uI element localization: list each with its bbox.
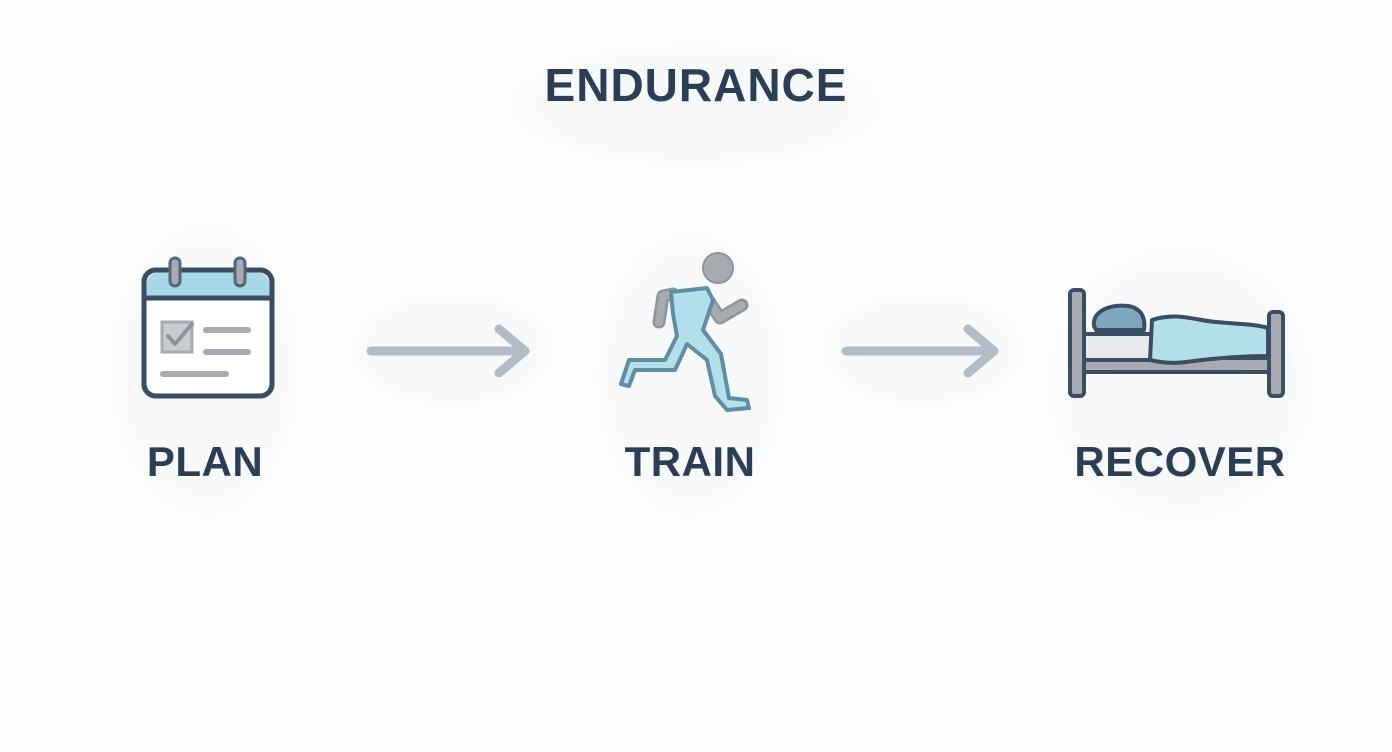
arrow-right-icon: [365, 322, 535, 378]
step-label-recover: RECOVER: [1074, 438, 1286, 485]
bed-icon: [1066, 286, 1291, 401]
step-label-train: TRAIN: [624, 438, 756, 485]
calendar-checklist-icon: [138, 254, 278, 404]
runner-icon: [615, 248, 760, 416]
arrow-right-icon: [838, 322, 1008, 378]
step-label-plan: PLAN: [146, 438, 264, 485]
title-halo: [500, 40, 890, 170]
diagram-title: ENDURANCE: [544, 59, 848, 111]
